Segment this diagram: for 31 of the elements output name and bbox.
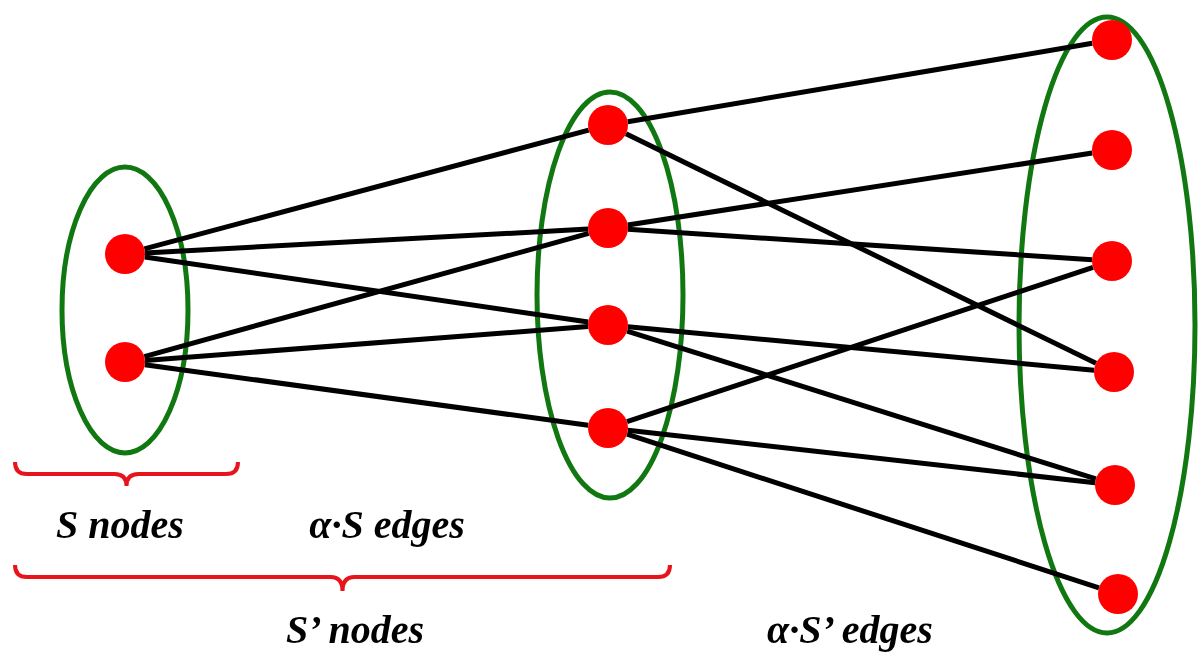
edge-line — [626, 328, 1097, 482]
edge-line — [624, 131, 1098, 366]
node-dot — [588, 305, 628, 345]
edge-line — [143, 230, 590, 360]
node-dot — [1092, 130, 1132, 170]
node-dot — [588, 105, 628, 145]
edge-line — [627, 150, 1093, 228]
edge-line — [143, 127, 590, 252]
node-dot — [105, 342, 145, 382]
label-text: α·S edges — [309, 505, 465, 545]
edge-line — [627, 226, 1093, 263]
edge-line — [627, 324, 1095, 373]
edge-line — [144, 254, 589, 325]
label-text: S’ nodes — [285, 610, 425, 650]
node-dot — [105, 234, 145, 274]
edge-line — [144, 226, 589, 256]
edge-line — [144, 324, 589, 363]
node-dot — [1092, 20, 1132, 60]
node-dot — [1094, 352, 1134, 392]
node-dot — [1092, 241, 1132, 281]
node-dot — [1098, 574, 1138, 614]
edge-line — [144, 362, 589, 428]
edge-line — [627, 40, 1093, 125]
node-dot — [588, 408, 628, 448]
edge-line — [627, 427, 1096, 486]
label-text: S nodes — [56, 505, 184, 545]
edge-line — [626, 431, 1100, 591]
label-text: α·S’ edges — [767, 610, 933, 650]
node-dot — [1095, 465, 1135, 505]
edge-line — [626, 264, 1094, 425]
node-dot — [588, 208, 628, 248]
